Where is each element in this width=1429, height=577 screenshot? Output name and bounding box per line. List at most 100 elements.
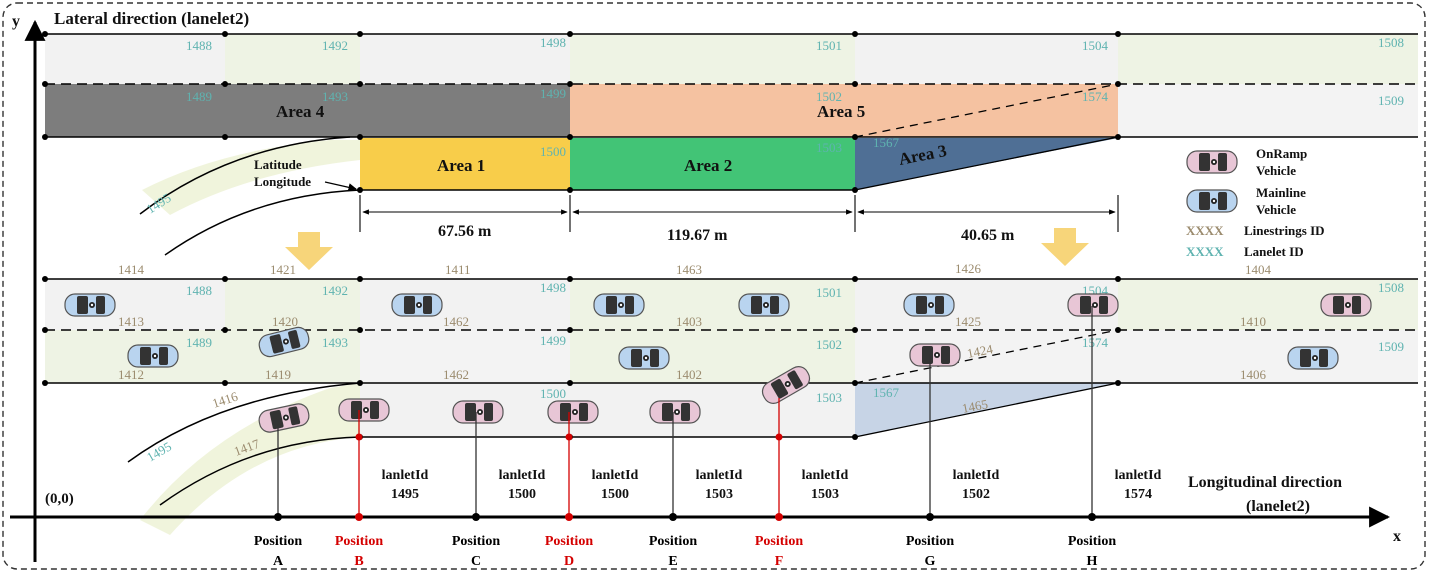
mainline-vehicle: [391, 293, 443, 317]
linestring-id: 1412: [118, 367, 144, 382]
legend-onramp-line2: Vehicle: [1256, 163, 1296, 178]
x-axis-label: x: [1393, 528, 1401, 545]
position-dot: [926, 513, 934, 521]
mainline-vehicle: [738, 293, 790, 317]
longitudinal-title-line1: Longitudinal direction: [1188, 474, 1342, 491]
lanelet-id: 1492: [322, 38, 348, 53]
mainline-vehicle: [1287, 346, 1339, 370]
lanelet-id-label: lanletId: [953, 468, 1000, 483]
onramp-vehicle-g: [909, 343, 961, 367]
linestring-id: 1403: [676, 314, 702, 329]
lanelet-id-value: 1574: [1124, 487, 1152, 502]
position-dot: [1088, 513, 1096, 521]
position-word: Position: [1068, 534, 1116, 549]
lanelet-id: 1508: [1378, 35, 1404, 50]
area-5: [570, 84, 1118, 137]
bottom-map: 1414 1421 1411 1463 1426 1404 1413 1420 …: [42, 261, 1418, 535]
lanelet-id-label: lanletId: [802, 468, 849, 483]
linestring-id: 1462: [443, 314, 469, 329]
lanelet-id: 1509: [1378, 93, 1404, 108]
linestring-id: 1462: [443, 367, 469, 382]
lanelet-id: 1498: [540, 35, 566, 50]
lanelet-id: 1493: [322, 335, 348, 350]
lanelet-id: 1508: [1378, 280, 1404, 295]
position-word: Position: [906, 534, 954, 549]
linestring-id: 1421: [270, 262, 296, 277]
lanelet-id: 1492: [322, 283, 348, 298]
lanelet-id: 1500: [540, 386, 566, 401]
mainline-vehicle: [64, 293, 116, 317]
lanelet-id: 1488: [186, 283, 212, 298]
lanelet-id: 1499: [540, 86, 566, 101]
longitudinal-title-line2: (lanelet2): [1246, 498, 1310, 515]
mainline-vehicle: [618, 346, 670, 370]
area-2-label: Area 2: [684, 156, 732, 175]
lateral-direction-title: Lateral direction (lanelet2): [54, 9, 249, 28]
lanelet-id-label: lanletId: [382, 468, 429, 483]
position-letter: G: [925, 554, 936, 569]
position-word: Position: [649, 534, 697, 549]
position-letter: B: [354, 554, 363, 569]
position-dot: [274, 513, 282, 521]
lanelet-id-label: lanletId: [499, 468, 546, 483]
down-arrow-left: [285, 232, 333, 270]
distance-area3: 40.65 m: [961, 227, 1015, 244]
lanelet-id-value: 1495: [391, 487, 419, 502]
lanelet-id: 1488: [186, 38, 212, 53]
longitude-label: Longitude: [254, 174, 311, 189]
position-letter: F: [775, 554, 784, 569]
lanelet-id: 1489: [186, 335, 212, 350]
lanelet-id-label: lanletId: [696, 468, 743, 483]
position-word: Position: [545, 534, 593, 549]
position-letter: E: [668, 554, 677, 569]
lanelet-id: 1499: [540, 333, 566, 348]
onramp-vehicle-h: [1067, 293, 1119, 317]
onramp-vehicle-c: [452, 400, 504, 424]
mainline-vehicle: [127, 344, 179, 368]
lanelet-id: 1567: [873, 135, 900, 150]
top-map: 1488 1492 1498 1501 1504 1508 1489 1493 …: [42, 31, 1418, 270]
area-1: [360, 138, 570, 190]
origin-label: (0,0): [45, 491, 74, 507]
lanelet-id: 1504: [1082, 38, 1109, 53]
lanelet-id: 1493: [322, 89, 348, 104]
lanelet-id: 1503: [816, 390, 842, 405]
distance-area1: 67.56 m: [438, 223, 492, 240]
linestring-id: 1426: [955, 261, 982, 276]
linestring-id: 1410: [1240, 314, 1266, 329]
linestring-id: 1424: [966, 341, 995, 361]
positions-layer: PositionAPositionBlanletId1495PositionCl…: [254, 468, 1162, 569]
legend: OnRamp Vehicle Mainline Vehicle XXXX Lin…: [1186, 146, 1325, 259]
lanelet-id: 1574: [1082, 335, 1109, 350]
lanelet-id: 1567: [873, 385, 900, 400]
linestring-id: 1411: [445, 262, 471, 277]
area-5-label: Area 5: [817, 102, 865, 121]
linestring-id: 1463: [676, 262, 702, 277]
position-letter: H: [1087, 554, 1098, 569]
position-letter: D: [564, 554, 574, 569]
position-word: Position: [755, 534, 803, 549]
lanelet-id: 1501: [816, 38, 842, 53]
linestring-id: 1402: [676, 367, 702, 382]
mainline-vehicle-icon: [1186, 189, 1238, 213]
linestring-id: 1419: [265, 367, 291, 382]
area-4-label: Area 4: [276, 102, 325, 121]
mainline-vehicle: [903, 293, 955, 317]
lanelet-id: 1503: [816, 140, 842, 155]
onramp-vehicle-e: [649, 400, 701, 424]
position-dot: [669, 513, 677, 521]
onramp-vehicle: [1320, 293, 1372, 317]
lanelet-id: 1509: [1378, 339, 1404, 354]
linestring-id: 1406: [1240, 367, 1267, 382]
lanelet-id-label: lanletId: [592, 468, 639, 483]
legend-lanelet-swatch: XXXX: [1186, 244, 1224, 259]
latitude-label: Latitude: [254, 157, 302, 172]
position-word: Position: [254, 534, 302, 549]
lanelet-id: 1502: [816, 89, 842, 104]
